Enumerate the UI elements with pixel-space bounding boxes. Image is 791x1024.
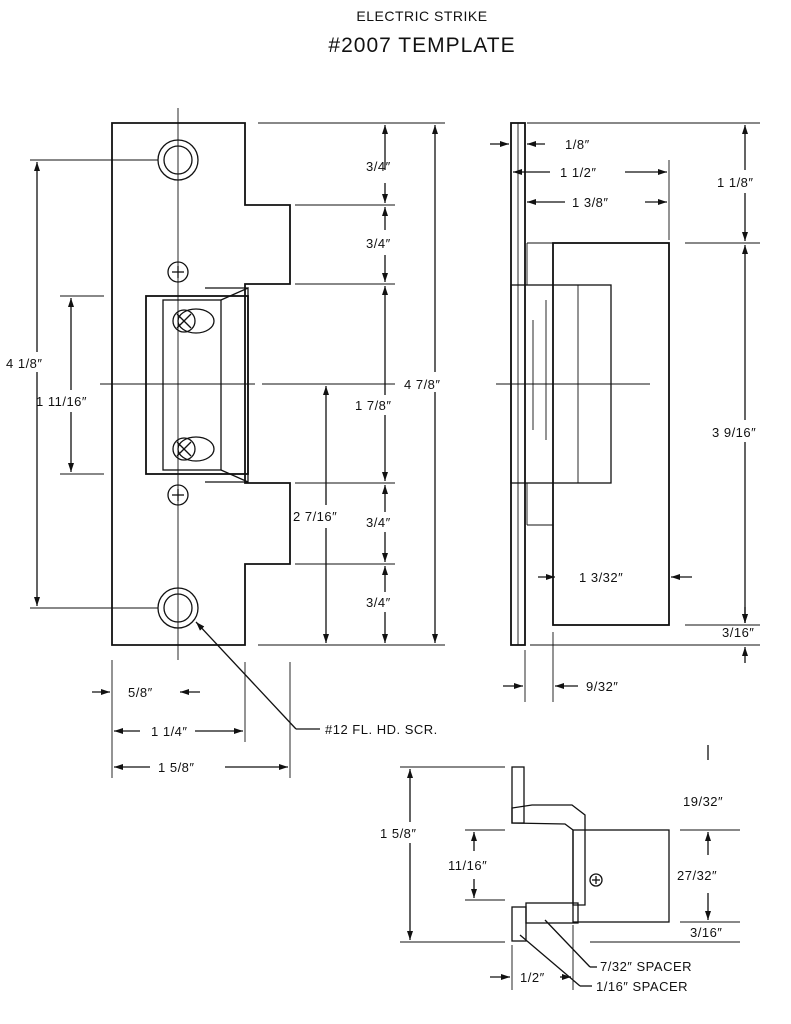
dim-plate-width: 1 5/8″: [158, 760, 195, 775]
front-view: 3/4″ 3/4″ 1 7/8″ 3/4″ 3/4″ 4 7/8″ 4 1/8″…: [6, 108, 445, 778]
adjuster-screw-bottom-icon: [172, 436, 215, 462]
dim-overall-height: 4 7/8″: [404, 377, 441, 392]
dim-section-offset: 1/2″: [520, 970, 545, 985]
dim-plate-thickness: 1/8″: [565, 137, 590, 152]
dim-hole-offset: 5/8″: [128, 685, 153, 700]
dim-section-keeper: 27/32″: [677, 868, 717, 883]
dim-bottom-notch: 3/4″: [366, 595, 391, 610]
spacer-thick: [511, 906, 527, 942]
section-view: 1 5/8″ 11/16″ 19/32″ 27/32″ 3/16″ 1/2″ 7…: [380, 745, 740, 994]
dim-upper-step: 3/4″: [366, 236, 391, 251]
dim-depth-b: 1 3/8″: [572, 195, 609, 210]
side-body: [510, 242, 670, 626]
keeper-section: [511, 804, 586, 906]
dim-top-offset: 1 1/8″: [717, 175, 754, 190]
section-screw-icon: [589, 873, 603, 887]
dim-body-height: 1 11/16″: [36, 394, 87, 409]
spacer-thin-label: 1/16″ SPACER: [596, 979, 688, 994]
dim-depth-a: 1 1/2″: [560, 165, 597, 180]
dim-face-gap: 9/32″: [586, 679, 618, 694]
spacer-thick-label: 7/32″ SPACER: [600, 959, 692, 974]
dim-body-depth: 1 3/32″: [579, 570, 623, 585]
dim-lower-step: 3/4″: [366, 515, 391, 530]
dim-center: 1 7/8″: [355, 398, 392, 413]
title-line-1: ELECTRIC STRIKE: [356, 8, 487, 24]
dim-top-notch: 3/4″: [366, 159, 391, 174]
adjuster-screw-top-icon: [172, 308, 215, 334]
dim-section-overall: 1 5/8″: [380, 826, 417, 841]
faceplate-outline: [111, 122, 291, 646]
dim-section-lip: 11/16″: [448, 858, 487, 873]
screw-callout: #12 FL. HD. SCR.: [325, 722, 438, 737]
dim-section-bottom: 3/16″: [690, 925, 722, 940]
dim-hole-spacing: 4 1/8″: [6, 356, 43, 371]
title-line-2: #2007 TEMPLATE: [328, 34, 515, 57]
spacer-thin: [525, 902, 579, 924]
dim-section-top: 19/32″: [683, 794, 723, 809]
dim-notch-width: 1 1/4″: [151, 724, 188, 739]
strike-body: [145, 286, 249, 484]
dim-center-to-bottom: 2 7/16″: [293, 509, 337, 524]
dim-body-length: 3 9/16″: [712, 425, 756, 440]
lower-screw-icon: [167, 484, 189, 506]
upper-screw-icon: [167, 261, 189, 283]
side-view: 1/8″ 1 1/2″ 1 3/8″ 1 1/8″ 3 9/16″ 3/16″ …: [490, 122, 760, 702]
dim-bottom-offset: 3/16″: [722, 625, 754, 640]
